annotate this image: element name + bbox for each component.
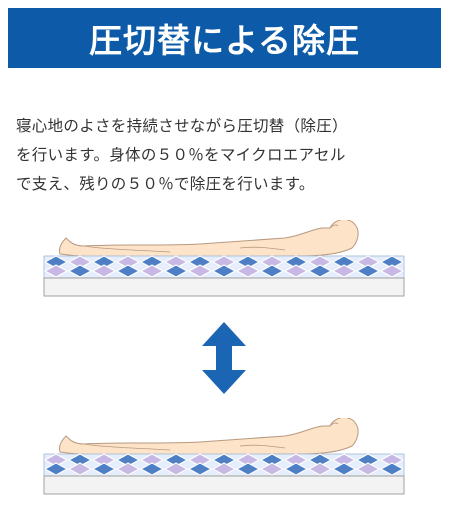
air-cell	[235, 255, 261, 269]
air-cell	[307, 264, 333, 278]
description-line-1: 寝心地のよさを持続させながら圧切替（除圧）	[16, 117, 348, 135]
air-cell	[211, 453, 237, 467]
mattress-diagram-top	[43, 220, 405, 297]
air-cell	[163, 264, 189, 278]
air-cell	[379, 255, 405, 269]
air-cell	[139, 462, 165, 476]
lying-person-icon	[59, 418, 359, 457]
mattress-cells	[43, 255, 405, 279]
air-cell	[331, 462, 357, 476]
air-cell	[187, 462, 213, 476]
page-title: 圧切替による除圧	[88, 21, 360, 60]
air-cell	[331, 255, 357, 269]
nose-line	[329, 224, 339, 229]
air-cell	[211, 255, 237, 269]
air-cell	[187, 453, 213, 467]
air-cell	[187, 255, 213, 269]
air-cell	[139, 255, 165, 269]
air-cell	[91, 255, 117, 269]
air-cell	[91, 453, 117, 467]
air-cell	[355, 462, 381, 476]
air-cell	[163, 255, 189, 269]
air-cell	[211, 264, 237, 278]
air-cell	[307, 453, 333, 467]
air-cell	[115, 453, 141, 467]
leg-line	[83, 443, 171, 451]
mattress-base	[43, 277, 405, 297]
air-cell	[259, 462, 285, 476]
air-cell	[331, 453, 357, 467]
arm-line	[239, 444, 286, 449]
air-cell	[43, 462, 69, 476]
air-cell	[163, 462, 189, 476]
air-cell	[115, 264, 141, 278]
air-cell	[355, 264, 381, 278]
air-cell	[139, 264, 165, 278]
air-cell	[211, 462, 237, 476]
air-cell	[115, 462, 141, 476]
air-cell	[43, 255, 69, 269]
air-cell	[283, 462, 309, 476]
description-line-3: で支え、残りの５０％で除圧を行います。	[16, 175, 315, 193]
air-cell	[235, 462, 261, 476]
air-cell	[67, 255, 93, 269]
air-cell	[355, 453, 381, 467]
air-cell	[259, 255, 285, 269]
mattress-cells	[43, 453, 405, 477]
air-cell	[259, 453, 285, 467]
air-cell	[283, 264, 309, 278]
air-cell	[67, 264, 93, 278]
mattress-diagram-bottom	[43, 418, 405, 495]
air-cell	[331, 264, 357, 278]
air-cell	[259, 264, 285, 278]
air-cell	[163, 453, 189, 467]
air-cell	[355, 255, 381, 269]
air-cell	[379, 462, 405, 476]
air-cell	[67, 462, 93, 476]
description-line-2: を行います。身体の５０％をマイクロエアセル	[16, 146, 346, 164]
mattress-base-slab	[43, 475, 405, 495]
body-outline	[59, 418, 359, 457]
air-cell	[235, 264, 261, 278]
air-cell	[283, 255, 309, 269]
arrow-shape	[202, 322, 246, 394]
air-cell	[235, 453, 261, 467]
air-cell	[187, 264, 213, 278]
air-cell	[307, 255, 333, 269]
leg-line	[83, 245, 171, 253]
air-cell	[67, 453, 93, 467]
description: 寝心地のよさを持続させながら圧切替（除圧） を行います。身体の５０％をマイクロエ…	[16, 112, 441, 199]
air-cell	[379, 264, 405, 278]
air-cell	[139, 453, 165, 467]
body-outline	[59, 220, 359, 259]
air-cell	[307, 462, 333, 476]
mattress-base-slab	[43, 277, 405, 297]
air-cell	[91, 264, 117, 278]
arm-line	[239, 246, 286, 251]
mattress-base	[43, 475, 405, 495]
air-cell	[43, 453, 69, 467]
air-cell	[379, 453, 405, 467]
title-banner: 圧切替による除圧	[8, 8, 441, 68]
air-cell	[115, 255, 141, 269]
nose-line	[329, 422, 339, 427]
air-cell	[43, 264, 69, 278]
lying-person-icon	[59, 220, 359, 259]
air-cell	[283, 453, 309, 467]
double-vertical-arrow-icon	[202, 322, 246, 394]
air-cell	[91, 462, 117, 476]
